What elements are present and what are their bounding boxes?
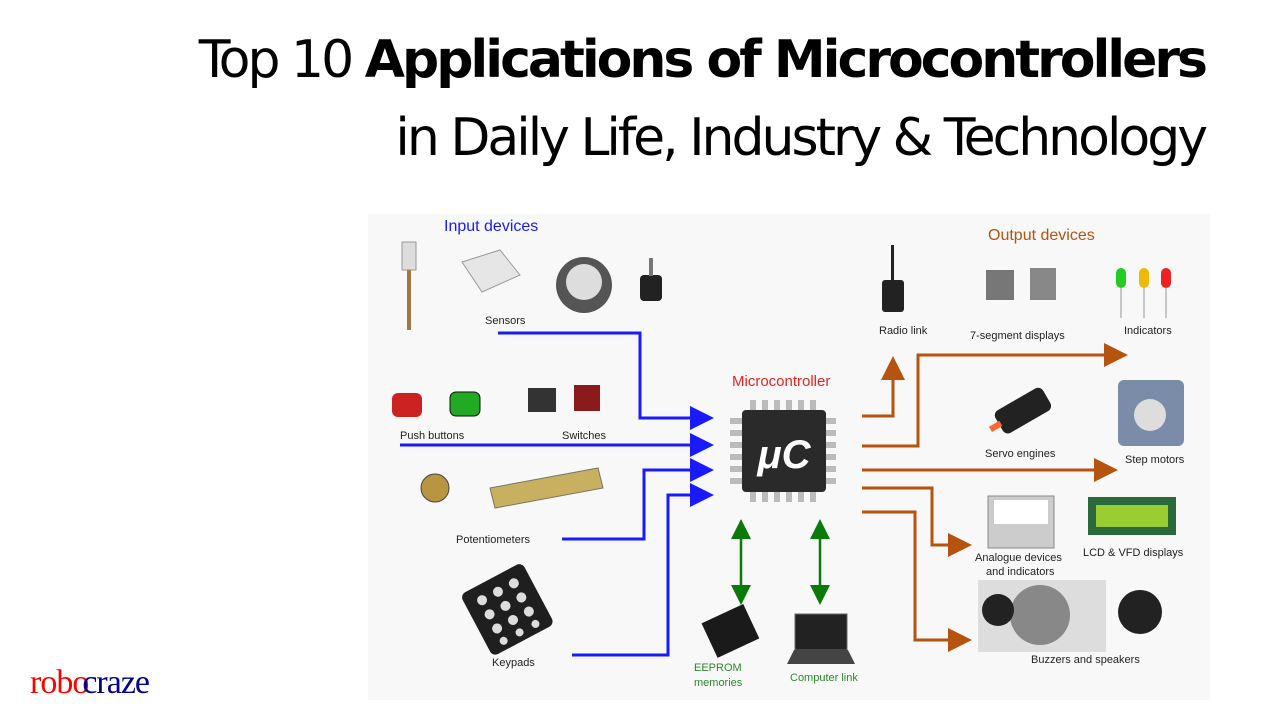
device-illustrations <box>392 241 1184 664</box>
arrow-sensors <box>498 331 714 430</box>
microcontroller-diagram: μC Input devices Output devices Microcon… <box>368 214 1210 700</box>
label-indicators: Indicators <box>1124 325 1172 337</box>
led-red-icon <box>1161 268 1171 288</box>
robocraze-logo: robocraze <box>30 664 150 702</box>
sensor-probe-icon <box>401 241 417 271</box>
label-eeprom: EEPROM <box>694 662 742 674</box>
output-arrows <box>862 343 1128 652</box>
keypad-icon <box>462 564 553 655</box>
label-step-motors: Step motors <box>1125 454 1185 466</box>
arrow-analogue <box>862 486 972 557</box>
toggle-switch-icon <box>574 385 600 411</box>
chip-label: μC <box>756 433 811 477</box>
sensor-rotary-icon <box>640 275 662 301</box>
title-regular: Top 10 <box>198 30 365 90</box>
page-title-line2: in Daily Life, Industry & Technology <box>395 108 1208 168</box>
diagram-svg: μC Input devices Output devices Microcon… <box>392 218 1185 689</box>
rotary-potentiometer-icon <box>420 473 450 503</box>
label-analogue-indicators: and indicators <box>986 566 1055 578</box>
label-memories: memories <box>694 677 743 689</box>
sensor-box-icon <box>461 249 521 293</box>
label-buzzers-speakers: Buzzers and speakers <box>1031 654 1140 666</box>
label-analogue-devices: Analogue devices <box>975 552 1062 564</box>
arrow-radio-link <box>862 356 905 418</box>
push-button-green-icon <box>449 391 481 417</box>
arrow-potentiometers <box>562 458 714 541</box>
output-devices-heading: Output devices <box>988 227 1095 244</box>
input-arrows <box>400 331 714 657</box>
label-computer-link: Computer link <box>790 672 858 684</box>
laptop-icon <box>787 613 855 664</box>
radio-module-icon <box>882 280 904 312</box>
led-yellow-icon <box>1139 268 1149 288</box>
servo-motor-icon <box>988 387 1052 434</box>
slide-switch-icon <box>528 388 556 412</box>
logo-part2: craze <box>82 664 150 701</box>
label-radio-link: Radio link <box>879 325 928 337</box>
arrow-keypads <box>572 483 714 657</box>
label-keypads: Keypads <box>492 657 535 669</box>
label-sensors: Sensors <box>485 315 526 327</box>
buzzer-icon <box>1118 590 1162 634</box>
push-button-red-icon <box>392 393 422 417</box>
label-potentiometers: Potentiometers <box>456 534 530 546</box>
input-devices-heading: Input devices <box>444 218 538 235</box>
led-green-icon <box>1116 268 1126 288</box>
label-lcd-vfd: LCD & VFD displays <box>1083 547 1184 559</box>
label-switches: Switches <box>562 430 607 442</box>
arrow-buzzers <box>862 510 972 652</box>
microcontroller-chip: μC <box>730 400 836 502</box>
label-7-segment: 7-segment displays <box>970 330 1065 342</box>
microcontroller-label: Microcontroller <box>732 373 830 390</box>
slide-potentiometer-icon <box>489 467 604 509</box>
logo-part1: robo <box>30 664 89 701</box>
label-servo-engines: Servo engines <box>985 448 1056 460</box>
eeprom-chip-icon <box>701 603 760 658</box>
bidirectional-arrows <box>731 519 830 605</box>
page-title-line1: Top 10 Applications of Microcontrollers <box>198 30 1208 90</box>
label-push-buttons: Push buttons <box>400 430 465 442</box>
arrow-indicators <box>862 343 1128 448</box>
title-bold: Applications of Microcontrollers <box>364 30 1208 90</box>
seven-segment-icon <box>986 270 1014 300</box>
